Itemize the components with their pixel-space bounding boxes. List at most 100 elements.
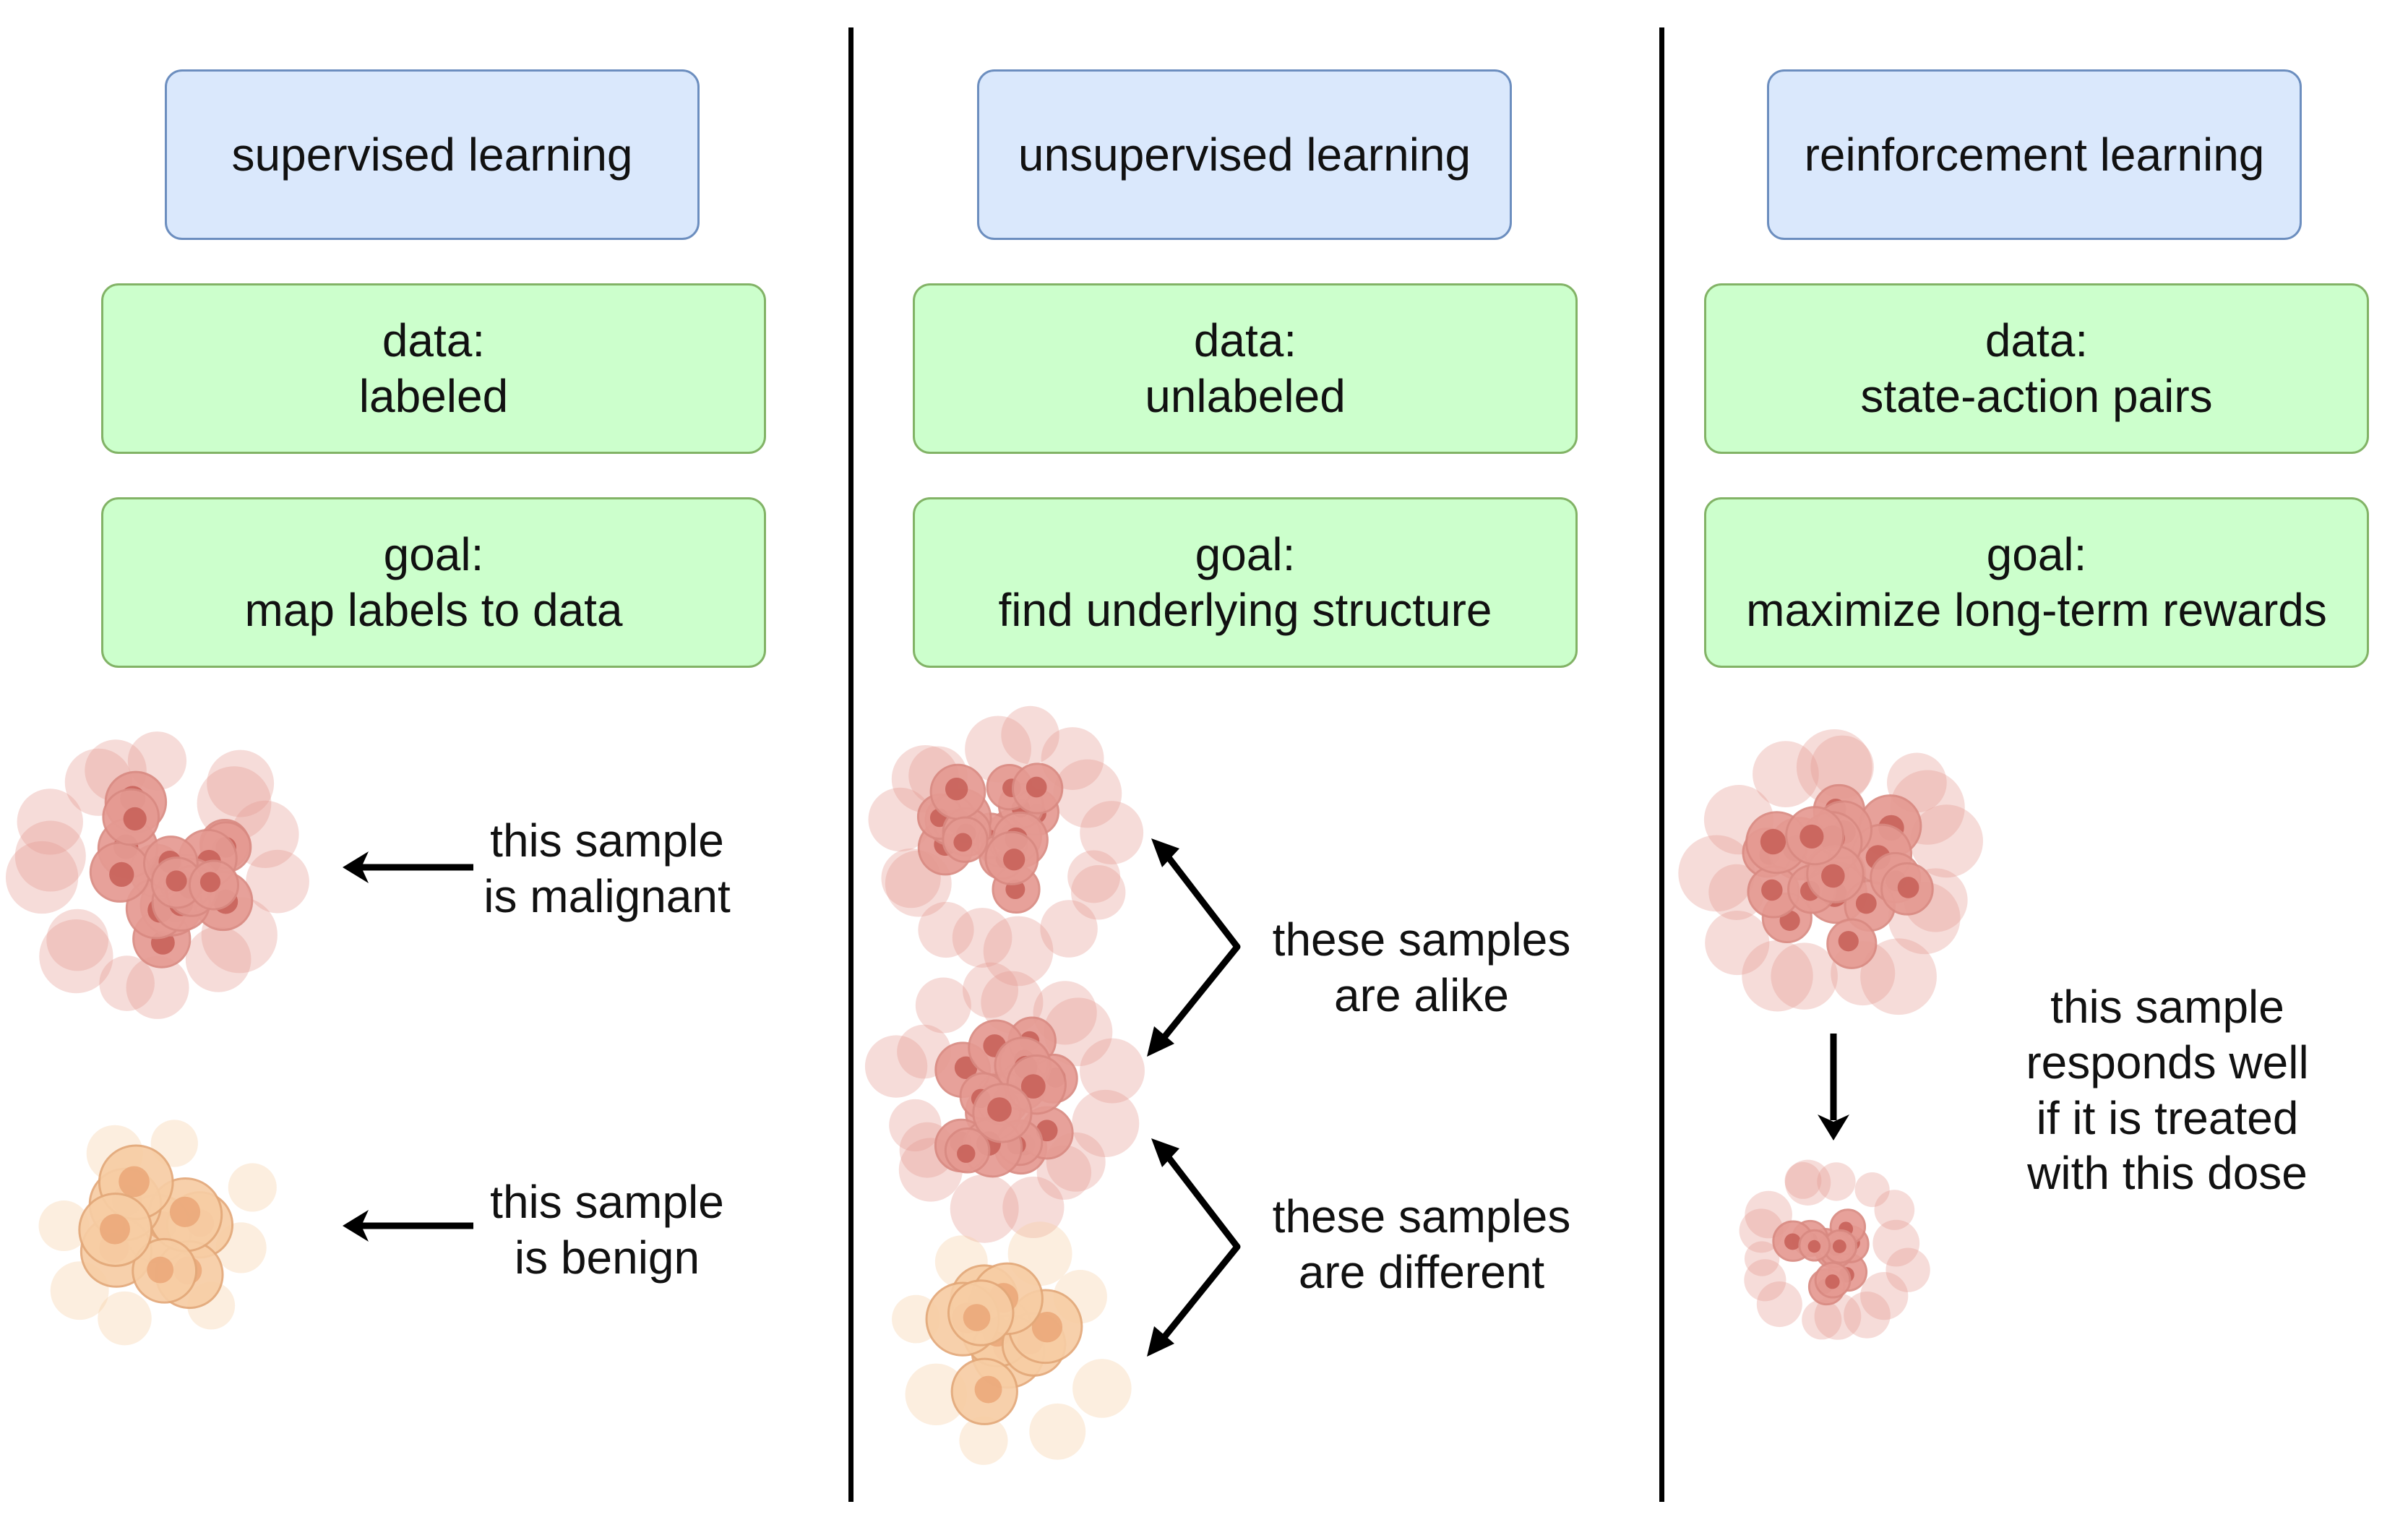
unsupervised-title-box: unsupervised learning (977, 69, 1512, 240)
halo-cell (1802, 1300, 1842, 1340)
halo-cell (1817, 1162, 1856, 1201)
halo-cell (1001, 705, 1059, 765)
halo-cell (1040, 900, 1098, 958)
cell-nucleus (1025, 776, 1047, 798)
supervised-data-box: data: labeled (101, 283, 766, 454)
supervised-data-value: labeled (358, 370, 509, 422)
cell-nucleus (1825, 1274, 1840, 1289)
halo-cell (963, 962, 1018, 1018)
unsupervised-title: unsupervised learning (1018, 128, 1471, 181)
halo-cell (1044, 997, 1113, 1067)
supervised-title-box: supervised learning (165, 69, 700, 240)
dose-caption-line1: this sample (2050, 981, 2284, 1033)
unsupervised-goal-box: goal: find underlying structure (913, 497, 1578, 668)
cell-nucleus (1807, 1240, 1821, 1253)
halo-cell (1910, 804, 1984, 878)
alike-caption-line2: are alike (1334, 968, 1509, 1021)
cell-nucleus (1897, 877, 1919, 898)
reinforcement-data-heading: data: (1985, 314, 2089, 367)
cell-nucleus (119, 1166, 150, 1198)
halo-cell (1844, 1292, 1891, 1339)
cell-nucleus (165, 870, 187, 892)
halo-cell (1705, 910, 1770, 976)
cell-nucleus (1003, 849, 1025, 871)
halo-cell (1784, 1161, 1822, 1199)
halo-cell (1029, 1403, 1086, 1460)
halo-cell (983, 916, 1054, 987)
halo-cell (1874, 1190, 1915, 1230)
supervised-learning-column: supervised learning data: labeled goal: … (0, 0, 851, 1525)
halo-cell (1810, 735, 1874, 799)
halo-cell (1678, 835, 1755, 912)
alike-caption: these samples are alike (1255, 912, 1588, 1023)
halo-cell (98, 1291, 152, 1346)
halo-cell (14, 820, 86, 892)
cell-nucleus (1020, 1074, 1046, 1099)
cell-nucleus (147, 1256, 174, 1284)
halo-cell (918, 901, 974, 958)
halo-cell (207, 749, 275, 817)
reinforcement-goal-value: maximize long-term rewards (1746, 584, 2327, 636)
treated-sample-small-icon (1739, 1159, 1930, 1340)
cell-nucleus (1855, 893, 1877, 914)
halo-cell (1756, 1281, 1802, 1328)
unsupervised-data-heading: data: (1193, 314, 1297, 367)
halo-cell (5, 841, 79, 914)
supervised-goal-heading: goal: (383, 528, 484, 581)
halo-cell (1860, 1271, 1909, 1320)
halo-cell (905, 1363, 968, 1426)
supervised-goal-box: goal: map labels to data (101, 497, 766, 668)
halo-cell (1744, 1259, 1786, 1302)
malignant-sample-icon (5, 731, 309, 1019)
different-caption: these samples are different (1255, 1189, 1588, 1300)
supervised-data-heading: data: (382, 314, 486, 367)
treated-sample-large-icon (1678, 729, 1984, 1015)
cell-nucleus (1031, 1312, 1063, 1343)
halo-cell (1708, 864, 1765, 921)
unsupervised-data-value: unlabeled (1145, 370, 1346, 422)
sample-c-benign-icon (892, 1221, 1132, 1465)
halo-cell (950, 1174, 1019, 1243)
arrow-to-malignant-icon (343, 851, 473, 883)
halo-cell (39, 919, 113, 994)
halo-cell (150, 1120, 198, 1167)
reinforcement-illustration (1678, 729, 1984, 1340)
halo-cell (1742, 940, 1813, 1012)
dose-caption-line3: if it is treated (2036, 1091, 2299, 1144)
cell-nucleus (945, 777, 968, 801)
malignant-caption-line2: is malignant (483, 869, 731, 922)
halo-cell (1753, 741, 1819, 807)
dose-caption-line4: with this dose (2027, 1147, 2308, 1200)
halo-cell (1053, 759, 1122, 828)
halo-cell (889, 1099, 942, 1152)
halo-cell (1860, 938, 1937, 1015)
cell-nucleus (954, 1056, 978, 1080)
unsupervised-goal-heading: goal: (1195, 528, 1296, 581)
reinforcement-learning-column: reinforcement learning data: state-actio… (1661, 0, 2408, 1525)
cell-nucleus (1821, 864, 1845, 888)
cell-nucleus (109, 862, 134, 888)
benign-caption-line1: this sample (490, 1176, 724, 1228)
halo-cell (38, 1200, 90, 1252)
halo-cell (99, 955, 155, 1011)
benign-caption: this sample is benign (463, 1174, 752, 1286)
halo-cell (1080, 801, 1144, 864)
halo-cell (1744, 1241, 1780, 1276)
dose-caption-line2: responds well (2026, 1036, 2309, 1088)
halo-cell (1002, 1176, 1065, 1239)
cell-nucleus (199, 872, 221, 893)
alike-bracket-arrow-icon (1147, 838, 1241, 1057)
halo-cell (1067, 850, 1121, 903)
cell-nucleus (1799, 824, 1824, 849)
cell-nucleus (953, 833, 973, 852)
halo-cell (959, 1416, 1008, 1465)
halo-cell (1784, 1159, 1831, 1206)
column-divider-left (848, 27, 853, 1502)
alike-caption-line1: these samples (1272, 914, 1571, 966)
different-bracket-arrow-icon (1147, 1138, 1241, 1357)
reinforcement-title-box: reinforcement learning (1767, 69, 2302, 240)
benign-sample-icon (38, 1120, 277, 1346)
halo-cell (246, 849, 309, 914)
halo-cell (1771, 942, 1838, 1010)
unsupervised-learning-column: unsupervised learning data: unlabeled go… (851, 0, 1661, 1525)
